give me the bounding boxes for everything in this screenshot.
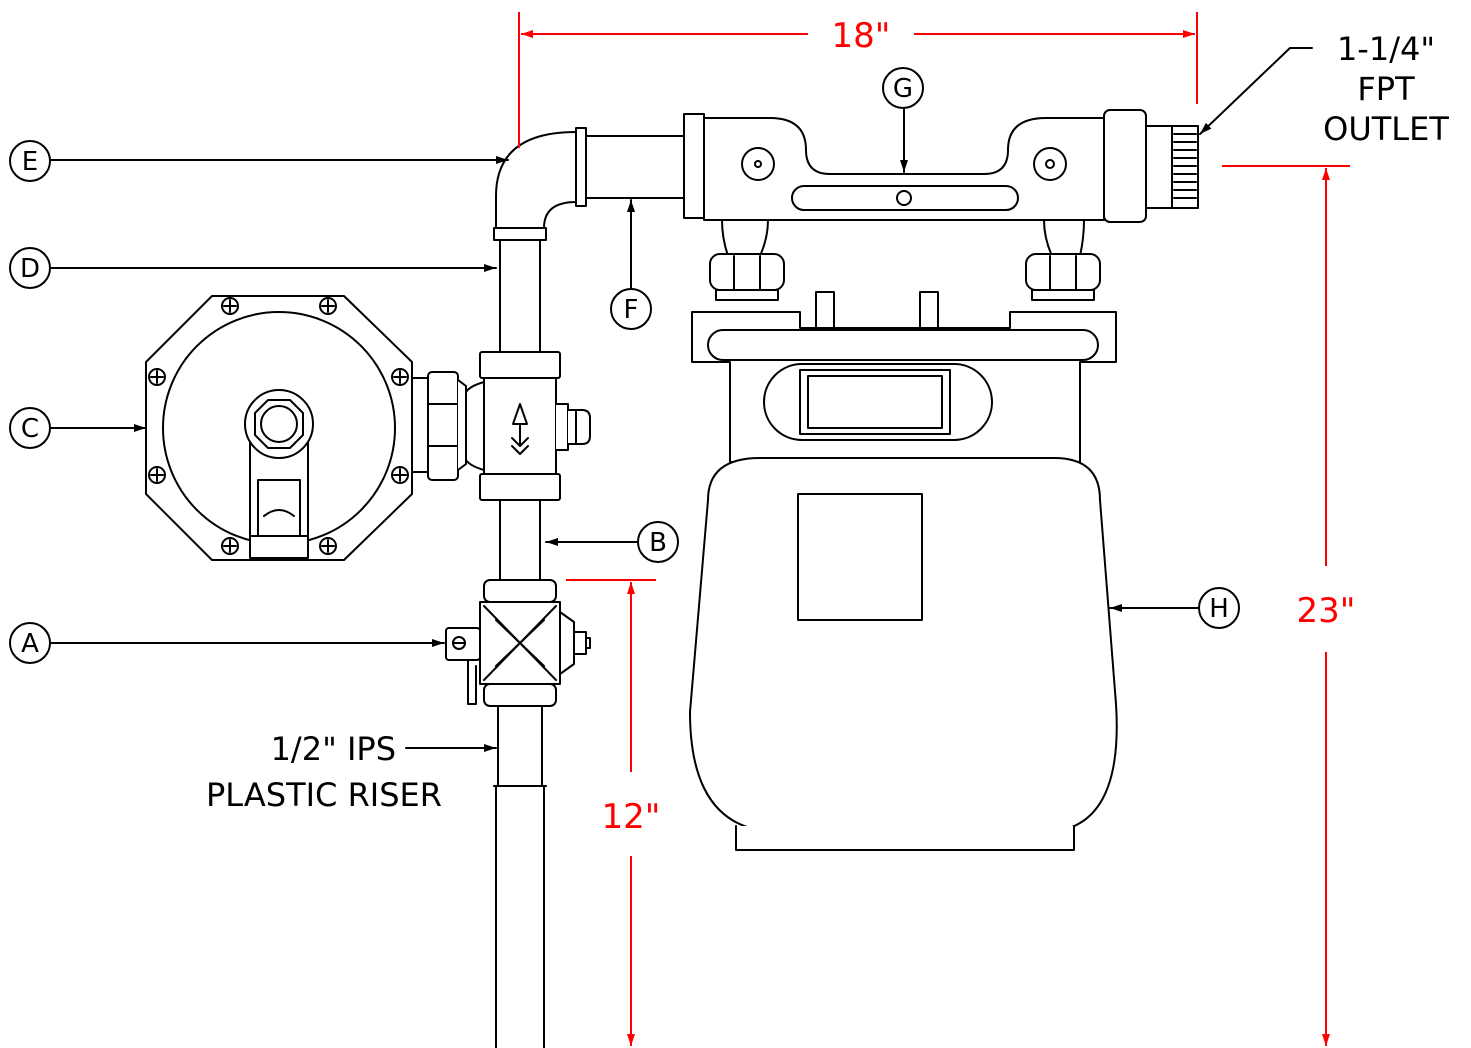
dimension-height-valve-label: 12" (602, 797, 661, 837)
regulator-screw (221, 537, 239, 555)
riser-label-material: PLASTIC RISER (206, 776, 442, 814)
regulator-screw (148, 368, 166, 386)
dimension-width: 18" (518, 12, 1198, 148)
dimension-height-total: 23" (1222, 165, 1356, 1046)
ball-valve (445, 579, 591, 707)
callout-g: G (882, 67, 924, 109)
plastic-riser-pipe (493, 704, 547, 1048)
callout-h: H (1198, 587, 1240, 629)
gas-regulator (145, 295, 413, 561)
regulator-screw (148, 466, 166, 484)
dimension-height-total-label: 23" (1297, 591, 1356, 631)
tee-fitting (465, 351, 591, 501)
riser-label-size: 1/2" IPS (271, 730, 396, 768)
callout-f: F (610, 288, 652, 330)
callout-c-label: C (21, 414, 39, 444)
callout-e: E (9, 140, 51, 182)
regulator-screw (319, 297, 337, 315)
dimension-height-valve: 12" (566, 579, 661, 1046)
regulator-union-nut (411, 371, 467, 481)
pipe-nipple-d (499, 237, 541, 353)
pipe-elbow (493, 127, 587, 241)
outlet-label-type: OUTLET (1323, 110, 1449, 148)
callout-b-label: B (649, 528, 667, 558)
pipe-nipple-b (499, 499, 541, 583)
leader-lines (49, 47, 1313, 752)
callout-h-label: H (1209, 594, 1229, 624)
meter-bar (683, 109, 1199, 223)
callout-c: C (9, 407, 51, 449)
gas-meter (689, 291, 1118, 851)
callout-a: A (9, 622, 51, 664)
meter-swivel-left (709, 219, 785, 301)
meter-swivel-right (1025, 219, 1101, 301)
riser-label: 1/2" IPS PLASTIC RISER (206, 730, 442, 814)
regulator-screw (319, 537, 337, 555)
callout-f-label: F (624, 295, 639, 325)
callout-b: B (637, 521, 679, 563)
regulator-screw (221, 297, 239, 315)
regulator-screw (391, 466, 409, 484)
callout-d: D (9, 247, 51, 289)
outlet-label-size: 1-1/4" (1337, 30, 1435, 68)
regulator-screw (391, 368, 409, 386)
pipe-nipple-f (585, 135, 685, 199)
callout-a-label: A (21, 629, 39, 659)
outlet-label-thread: FPT (1357, 70, 1415, 108)
dimension-width-label: 18" (832, 16, 891, 56)
outlet-label: 1-1/4" FPT OUTLET (1323, 30, 1449, 148)
callout-e-label: E (22, 147, 38, 177)
callout-g-label: G (893, 74, 913, 104)
callout-d-label: D (20, 254, 40, 284)
